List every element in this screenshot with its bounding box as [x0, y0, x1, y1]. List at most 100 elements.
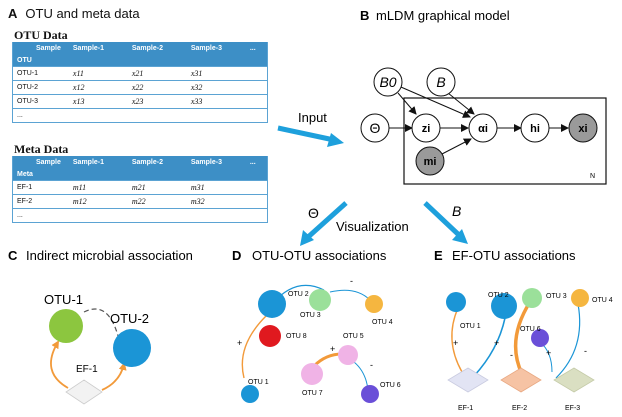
- edge-ef2-otu3: [513, 301, 532, 375]
- edge-b0-z: [397, 92, 417, 115]
- otu-table-row-label: OTU: [12, 55, 69, 67]
- edge-ef1-otu1: [451, 307, 463, 373]
- node-theta-label: Θ: [370, 120, 381, 136]
- input-arrow: [277, 125, 344, 147]
- otu2-d-node: [258, 290, 286, 318]
- meta-table-col-4: ...: [245, 156, 268, 169]
- meta-table-row-label: Meta: [12, 169, 69, 181]
- ef3-e-label: EF-3: [565, 405, 580, 412]
- otu7-d-node: [301, 363, 323, 385]
- node-z: zi: [411, 113, 441, 143]
- table-cell: m12: [68, 194, 128, 209]
- otu4-d-label: OTU 4: [372, 319, 393, 326]
- dashed-association: [83, 308, 119, 337]
- ef3-e-node: [553, 367, 595, 393]
- otu8-d-node: [259, 325, 281, 347]
- otu1-node: [49, 309, 83, 343]
- otu-table-col-3: Sample-3: [186, 42, 246, 55]
- panel-b-title: mLDM graphical model: [376, 8, 510, 23]
- otu6-d-label: OTU 6: [380, 382, 401, 389]
- table-cell: x32: [186, 80, 246, 95]
- edge-ef3-otu4: [555, 303, 581, 379]
- otu-table-col-2: Sample-2: [127, 42, 187, 55]
- sign-ef2-otu3: -: [510, 350, 513, 360]
- ef2-e-label: EF-2: [512, 405, 527, 412]
- otu8-d-label: OTU 8: [286, 333, 307, 340]
- visualization-label: Visualization: [336, 219, 409, 234]
- node-alpha-label: αi: [478, 123, 488, 135]
- table-row: EF-1 m11 m21 m31: [12, 180, 268, 195]
- otu3-d-label: OTU 3: [300, 312, 321, 319]
- otu4-e-node: [571, 289, 589, 307]
- otu-table-header: Sample Sample-1 Sample-2 Sample-3 ...: [12, 42, 268, 55]
- otu1-label: OTU-1: [44, 292, 83, 307]
- otu6-d-node: [361, 385, 379, 403]
- panel-d-title: OTU-OTU associations: [252, 248, 387, 263]
- table-row: ...: [12, 108, 268, 123]
- otu2-d-label: OTU 2: [288, 291, 309, 298]
- node-b0: B0: [373, 67, 403, 97]
- otu-data-table: Sample Sample-1 Sample-2 Sample-3 ... OT…: [12, 42, 268, 123]
- otu1-d-node: [241, 385, 259, 403]
- node-m: mi: [415, 146, 445, 176]
- edge-ef1-otu2: [473, 317, 506, 377]
- edge-otu2-otu1: [241, 315, 267, 379]
- otu-table-row-label-header: OTU: [12, 55, 268, 67]
- edge-m-alpha: [441, 138, 472, 155]
- ef1-label: EF-1: [76, 364, 98, 375]
- panel-a-title-text: OTU and meta data: [25, 6, 140, 21]
- otu3-e-label: OTU 3: [546, 293, 567, 300]
- sign-ef3-otu4: -: [584, 346, 587, 356]
- meta-table-col-3: Sample-3: [186, 156, 246, 169]
- node-h-label: hi: [530, 123, 540, 135]
- node-z-label: zi: [422, 123, 431, 135]
- otu5-d-label: OTU 5: [343, 333, 364, 340]
- ef1-e-label: EF-1: [458, 405, 473, 412]
- node-alpha: αi: [468, 113, 498, 143]
- panel-d-graph: OTU 2 OTU 3 OTU 4 OTU 8 OTU 5 OTU 7 OTU …: [237, 276, 401, 403]
- otu3-e-node: [522, 288, 542, 308]
- panel-b-letter: B: [360, 8, 369, 23]
- sign-otu3-otu4: -: [350, 276, 353, 286]
- table-cell: x12: [68, 80, 128, 95]
- table-row: OTU-3 x13 x23 x33: [12, 94, 268, 109]
- table-cell: x21: [127, 66, 187, 81]
- node-b: B: [426, 67, 456, 97]
- sign-otu5-otu6: -: [370, 360, 373, 370]
- b-arrow-label: B: [452, 203, 461, 219]
- otu4-e-label: OTU 4: [592, 297, 613, 304]
- table-cell: m31: [186, 180, 246, 195]
- theta-arrow: [300, 201, 348, 246]
- edge-otu5-otu6: [353, 361, 369, 391]
- panel-c-letter: C: [8, 248, 18, 263]
- otu2-e-node: [491, 293, 517, 319]
- meta-data-label: Meta Data: [14, 142, 69, 156]
- ef1-node: [65, 379, 103, 405]
- ef1-otu1-edge: [50, 340, 69, 389]
- otu5-d-node: [338, 345, 358, 365]
- edge-otu7-otu5: [312, 352, 343, 368]
- input-label: Input: [298, 110, 327, 125]
- ef1-otu2-edge: [101, 362, 127, 391]
- table-cell: OTU-2: [12, 80, 69, 95]
- node-b-label: B: [436, 74, 445, 90]
- node-b0-label: B0: [379, 74, 396, 90]
- meta-table-corner: Sample: [12, 156, 69, 169]
- otu-data-label: OTU Data: [14, 28, 68, 42]
- otu2-e-label: OTU 2: [488, 292, 509, 299]
- node-theta: Θ: [360, 113, 390, 143]
- otu1-e-label: OTU 1: [460, 323, 481, 330]
- panel-e-letter: E: [434, 248, 443, 263]
- panel-e-title: EF-OTU associations: [452, 248, 576, 263]
- otu-table-col-1: Sample-1: [68, 42, 128, 55]
- otu2-label: OTU-2: [110, 311, 149, 326]
- ef1-e-node: [447, 367, 489, 393]
- otu3-d-node: [309, 289, 331, 311]
- table-cell: x31: [186, 66, 246, 81]
- panel-d-letter: D: [232, 248, 241, 263]
- theta-arrow-label: Θ: [308, 205, 319, 221]
- edge-otu3-otu4: [329, 289, 371, 301]
- sign-ef1-otu2: +: [494, 338, 499, 348]
- otu6-e-node: [531, 329, 549, 347]
